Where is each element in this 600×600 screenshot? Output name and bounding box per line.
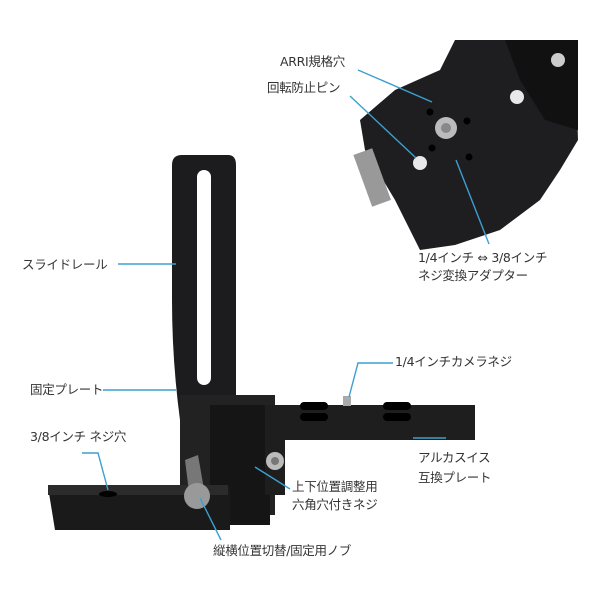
leader-anti-rotation-pin (349, 95, 417, 159)
label-slide-rail: スライドレール (22, 257, 108, 272)
label-camera-screw: 1/4インチカメラネジ (395, 354, 512, 369)
label-arri-hole: ARRI規格穴 (280, 54, 346, 69)
leader-adapter (455, 159, 490, 245)
label-knob: 縦横位置切替/固定用ノブ (213, 543, 352, 558)
label-adapter-line2: ネジ変換アダプター (418, 268, 528, 283)
bracket-base (48, 395, 475, 530)
label-arca-line1: アルカスイス (418, 450, 491, 465)
leader-arri-hole (357, 69, 433, 103)
slide-rail (172, 155, 236, 420)
label-fixing-plate: 固定プレート (30, 382, 104, 397)
label-adapter-line1: 1/4インチ ⇔ 3/8インチ (418, 250, 548, 265)
leader-screw-hole (82, 452, 109, 491)
label-hex-line1: 上下位置調整用 (292, 479, 378, 494)
leader-knob (199, 497, 222, 541)
leader-camera-screw (348, 362, 393, 398)
label-screw-hole: 3/8インチ ネジ穴 (30, 429, 127, 444)
label-arca-line2: 互換プレート (418, 470, 492, 485)
label-anti-rotation-pin: 回転防止ピン (267, 80, 341, 95)
label-hex-line2: 六角穴付きネジ (292, 497, 378, 512)
leader-hex-screw (254, 466, 291, 490)
plate-closeup (353, 40, 578, 250)
